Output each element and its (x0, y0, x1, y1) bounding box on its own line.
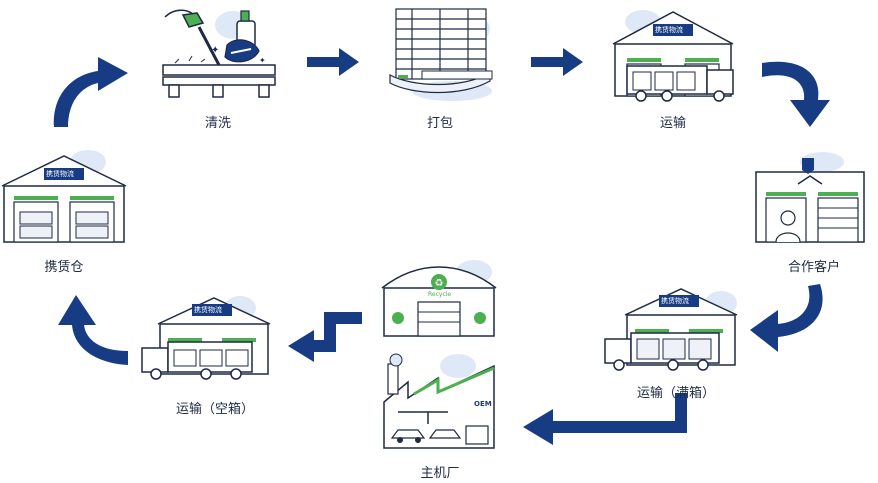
node-oem: OEM (378, 352, 500, 452)
transport-sign: 携赁物流 (655, 26, 683, 34)
arrow-empty-to-warehouse (58, 295, 128, 365)
svg-text:♻: ♻ (435, 278, 444, 289)
label-transport-full: 运输（满箱） (636, 386, 716, 401)
label-packing: 打包 (426, 116, 454, 131)
transport-empty-sign: 携赁物流 (194, 306, 222, 314)
oem-illustration (383, 353, 495, 449)
arrow-pack-to-transport (531, 48, 583, 76)
label-cleaning: 清洗 (204, 116, 232, 131)
node-warehouse: 携赁物流 (0, 150, 128, 245)
label-warehouse: 携赁仓 (44, 260, 84, 275)
transport-full-illustration (604, 288, 738, 371)
arrow-transport-to-partner (762, 61, 830, 127)
warehouse-sign: 携赁物流 (46, 170, 74, 178)
transport-empty-illustration (141, 296, 271, 380)
recycle-sign: Recycle (428, 291, 452, 298)
node-packing (382, 5, 500, 105)
arrow-recycle-to-empty (288, 312, 362, 362)
transport-illustration (612, 10, 734, 102)
node-cleaning: ✦ ✦ (155, 5, 280, 103)
partner-illustration (755, 152, 865, 243)
recycle-illustration: ♻ (381, 260, 497, 337)
arrow-partner-to-full (750, 284, 823, 352)
label-oem: 主机厂 (420, 466, 460, 481)
arrow-full-to-oem (523, 393, 687, 445)
oem-sign: OEM (474, 400, 492, 408)
arrow-warehouse-to-clean (53, 57, 128, 127)
node-transport-empty: 携赁物流 (140, 292, 274, 384)
arrow-clean-to-pack (307, 48, 359, 76)
label-partner: 合作客户 (787, 260, 841, 275)
label-transport: 运输 (659, 116, 687, 131)
svg-text:✦: ✦ (211, 45, 219, 56)
node-transport: 携赁物流 (607, 8, 743, 104)
svg-text:✦: ✦ (259, 56, 266, 65)
warehouse-illustration (1, 150, 127, 243)
transport-full-sign: 携赁物流 (661, 297, 689, 305)
node-transport-full: 携赁物流 (603, 285, 741, 375)
node-partner (752, 150, 867, 245)
packing-illustration (389, 8, 493, 101)
node-recycle: ♻ Recycle (378, 258, 500, 340)
cleaning-illustration: ✦ ✦ (162, 9, 276, 98)
label-transport-empty: 运输（空箱） (175, 402, 255, 417)
